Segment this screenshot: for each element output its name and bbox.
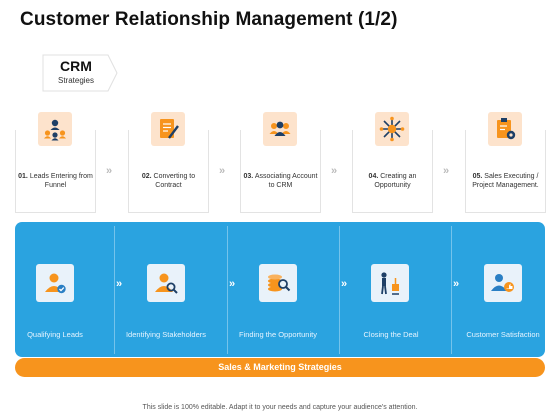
people-network-icon bbox=[38, 112, 72, 146]
step-label-4: 04. Creating an Opportunity bbox=[368, 173, 417, 189]
chevron-right-icon: » bbox=[219, 165, 226, 177]
footer-note: This slide is 100% editable. Adapt it to… bbox=[142, 404, 418, 411]
column-divider bbox=[451, 226, 452, 354]
step-card-4: 04. Creating an Opportunity bbox=[352, 112, 433, 213]
stage-label-3: Finding the Opportunity bbox=[239, 330, 317, 339]
column-divider bbox=[227, 226, 228, 354]
coins-magnifier-icon bbox=[259, 264, 297, 302]
stage-label-4: Closing the Deal bbox=[363, 330, 419, 339]
stage-label-5: Customer Satisfaction bbox=[466, 330, 540, 339]
chevron-right-icon: » bbox=[331, 165, 338, 177]
column-divider bbox=[114, 226, 115, 354]
crm-subheading: Strategies bbox=[57, 76, 95, 85]
strategies-bar-label: Sales & Marketing Strategies bbox=[218, 362, 342, 372]
user-check-icon bbox=[36, 264, 74, 302]
strategies-bar: Sales & Marketing Strategies bbox=[15, 358, 545, 377]
step-label-5: 05. Sales Executing / Project Management… bbox=[472, 173, 539, 189]
crm-tag-shape bbox=[42, 54, 118, 92]
step-label-2: 02. Converting to Contract bbox=[141, 173, 196, 189]
target-burst-icon bbox=[375, 112, 409, 146]
column-divider bbox=[339, 226, 340, 354]
user-search-icon bbox=[147, 264, 185, 302]
chevron-right-icon: » bbox=[453, 278, 460, 290]
chevron-right-icon: » bbox=[229, 278, 236, 290]
step-card-2: 02. Converting to Contract bbox=[128, 112, 209, 213]
stage-label-1: Qualifying Leads bbox=[27, 330, 83, 339]
contract-pen-icon bbox=[151, 112, 185, 146]
page-title: Customer Relationship Management (1/2) bbox=[20, 9, 398, 30]
user-thumbs-up-icon bbox=[484, 264, 522, 302]
crm-heading: CRM bbox=[60, 58, 92, 74]
chevron-right-icon: » bbox=[106, 165, 113, 177]
step-label-1: 01. Leads Entering from Funnel bbox=[18, 173, 93, 189]
crm-tag: CRM Strategies bbox=[42, 54, 118, 92]
presentation-icon bbox=[371, 264, 409, 302]
step-card-3: 03. Associating Account to CRM bbox=[240, 112, 321, 213]
step-label-3: 03. Associating Account to CRM bbox=[243, 173, 318, 189]
clipboard-gear-icon bbox=[488, 112, 522, 146]
step-card-1: 01. Leads Entering from Funnel bbox=[15, 112, 96, 213]
step-card-5: 05. Sales Executing / Project Management… bbox=[465, 112, 546, 213]
chevron-right-icon: » bbox=[116, 278, 123, 290]
stage-label-2: Identifying Stakeholders bbox=[125, 330, 207, 339]
chevron-right-icon: » bbox=[341, 278, 348, 290]
group-users-icon bbox=[263, 112, 297, 146]
chevron-right-icon: » bbox=[443, 165, 450, 177]
